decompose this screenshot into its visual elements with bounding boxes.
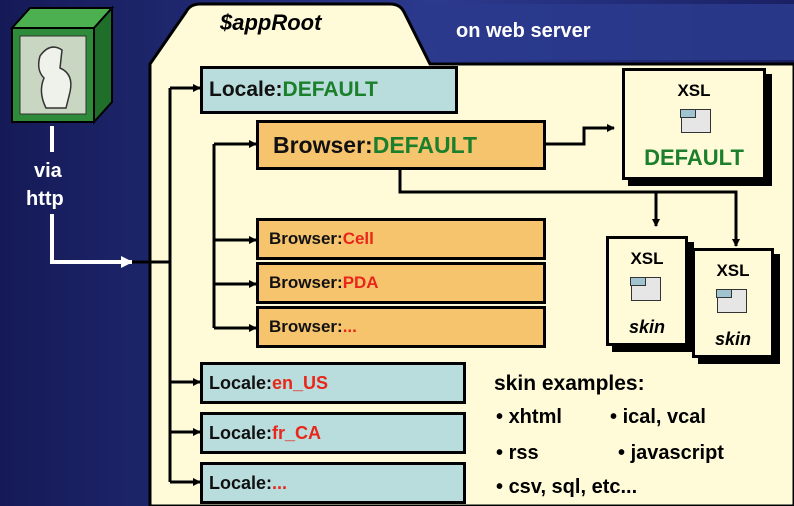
browser-key: Browser: — [269, 273, 343, 292]
skin-example-item: • rss — [496, 442, 539, 464]
via-label: via — [34, 160, 62, 182]
browser-key: Browser: — [273, 131, 373, 158]
locale-box-en-us: Locale: en_US — [200, 362, 466, 404]
browser-box-pda: Browser: PDA — [256, 262, 546, 304]
browser-value: Cell — [342, 229, 374, 248]
xsl-label: skin — [714, 329, 752, 349]
skin-example-text: javascript — [630, 442, 724, 464]
xsl-title: XSL — [677, 81, 711, 100]
browser-value: PDA — [342, 273, 379, 292]
xsl-skin-box: XSL skin — [606, 236, 688, 346]
browser-box-more: Browser: ... — [256, 306, 546, 348]
browser-box-default: Browser: DEFAULT — [256, 120, 546, 170]
xsl-label: DEFAULT — [644, 145, 744, 170]
locale-key: Locale: — [209, 472, 273, 493]
approot-title: $appRoot — [220, 10, 322, 35]
skin-example-item: • javascript — [618, 442, 724, 464]
xsl-label: skin — [628, 317, 666, 337]
browser-key: Browser: — [269, 229, 343, 248]
skin-example-item: • xhtml — [496, 406, 562, 428]
locale-key: Locale: — [209, 372, 273, 393]
skin-example-text: rss — [508, 442, 539, 464]
locale-value: en_US — [272, 372, 329, 393]
xsl-document-icon — [680, 109, 711, 133]
http-label: http — [26, 188, 64, 210]
skin-example-text: xhtml — [508, 406, 562, 428]
xsl-default-box: XSL DEFAULT — [622, 68, 766, 180]
locale-key: Locale: — [209, 78, 283, 101]
locale-box-more: Locale: ... — [200, 462, 466, 504]
xsl-title: XSL — [630, 249, 664, 268]
locale-value: ... — [272, 472, 288, 493]
xsl-document-icon — [630, 277, 661, 301]
locale-box-fr-ca: Locale: fr_CA — [200, 412, 466, 454]
xsl-document-icon — [716, 289, 747, 313]
skin-example-item: • ical, vcal — [610, 406, 706, 428]
skin-example-text: csv, sql, etc... — [508, 476, 638, 498]
browser-key: Browser: — [269, 317, 343, 336]
client-cube-icon — [9, 5, 115, 125]
skin-examples-heading: skin examples: — [494, 372, 645, 395]
locale-value: fr_CA — [272, 422, 322, 443]
locale-value: DEFAULT — [282, 78, 378, 101]
locale-box-default: Locale: DEFAULT — [200, 66, 458, 114]
locale-key: Locale: — [209, 422, 273, 443]
skin-example-text: ical, vcal — [622, 406, 706, 428]
server-tab — [412, 4, 794, 60]
browser-value: ... — [342, 317, 357, 336]
browser-value: DEFAULT — [372, 131, 478, 158]
skin-example-item: • csv, sql, etc... — [496, 476, 638, 498]
xsl-title: XSL — [716, 261, 750, 280]
server-label: on web server — [456, 20, 591, 42]
xsl-skin-box: XSL skin — [692, 248, 774, 358]
browser-box-cell: Browser: Cell — [256, 218, 546, 260]
